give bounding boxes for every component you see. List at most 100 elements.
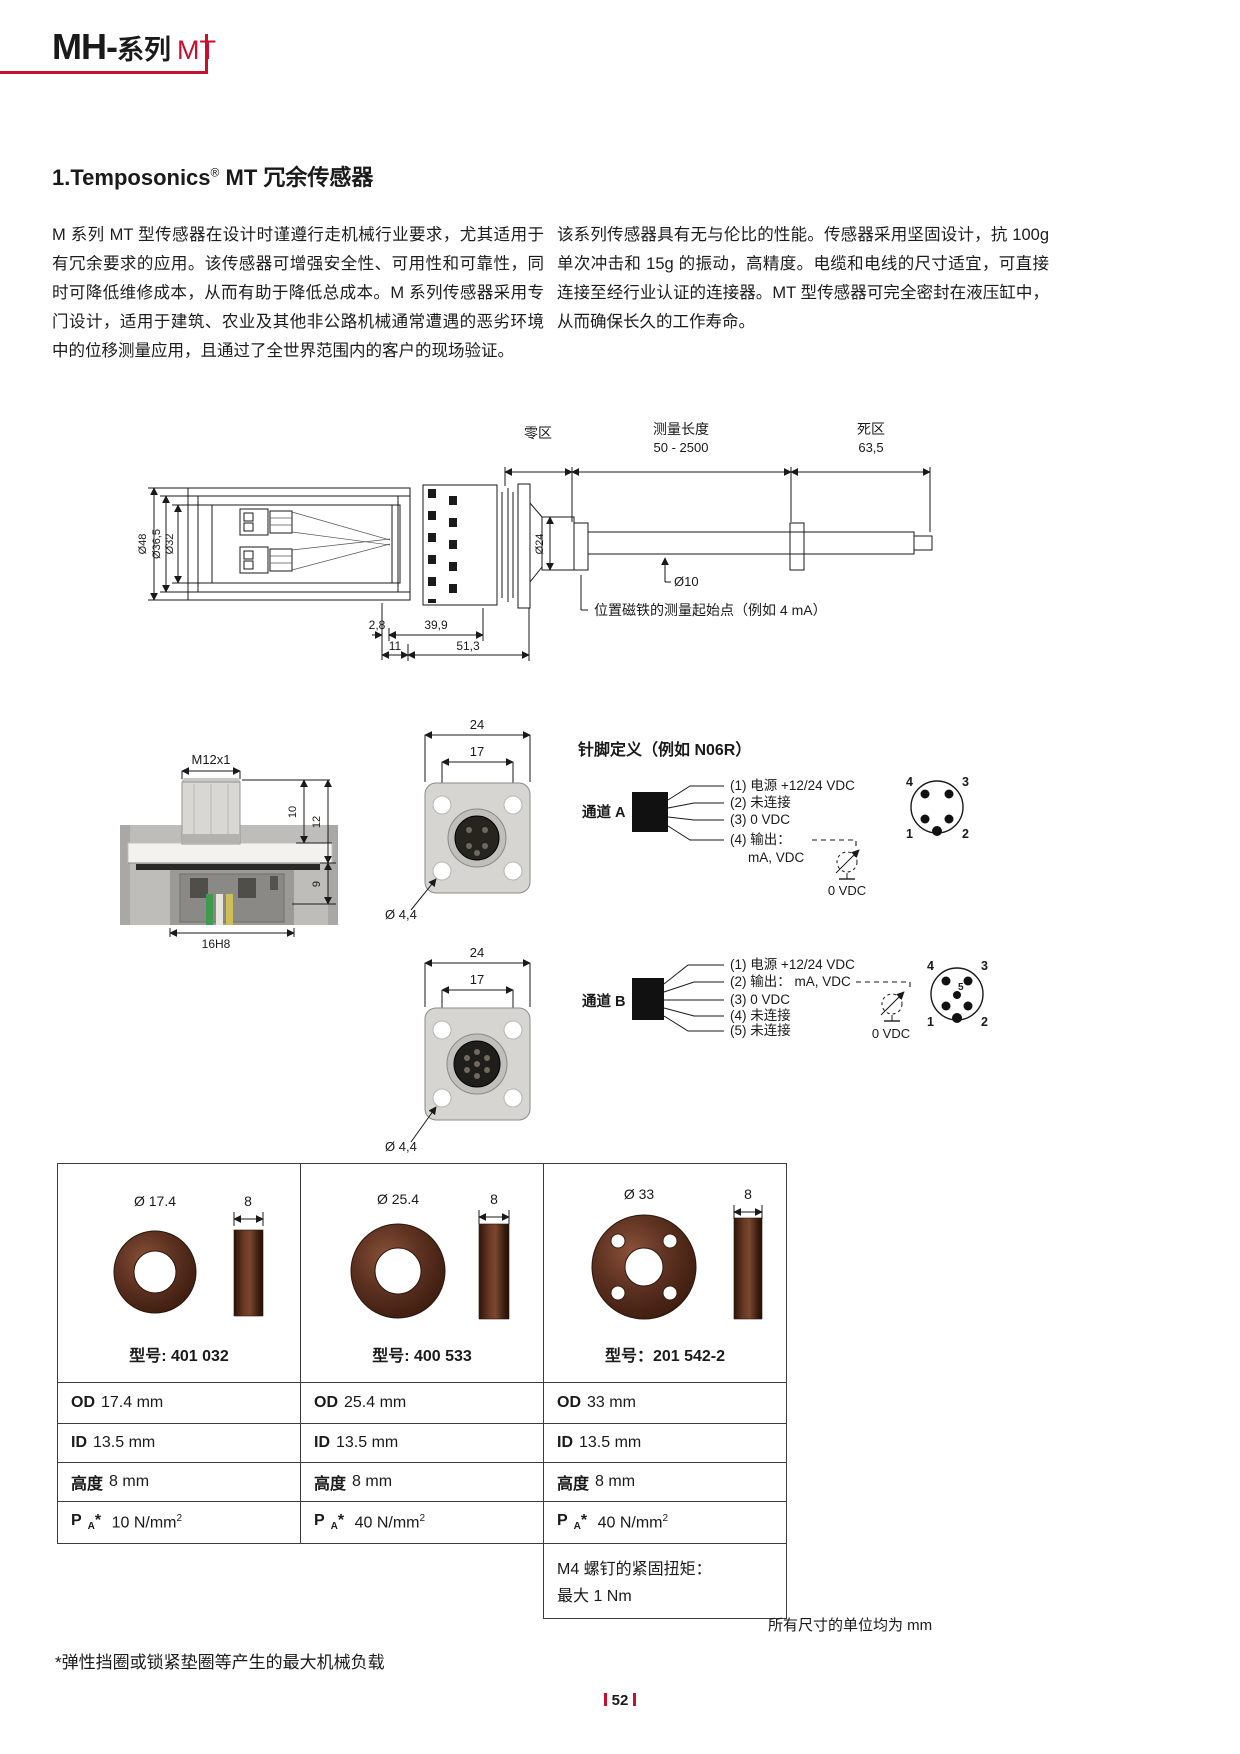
magnet-2-dia-label: Ø 25.4 — [377, 1191, 419, 1207]
channel-a-pin4-value: mA, VDC — [748, 850, 805, 865]
table-row: OD 17.4 mm — [57, 1382, 301, 1424]
id-label: ID — [71, 1434, 87, 1451]
pa-sub: A — [87, 1521, 95, 1533]
face-a-pin4-number: 4 — [906, 775, 913, 789]
face-a-pin2-number: 2 — [962, 827, 969, 841]
flange-a-pitch-dim: 17 — [470, 744, 484, 759]
dia-32-label: Ø32 — [164, 534, 176, 555]
height-value: 8 mm — [109, 1473, 150, 1490]
title-text: 1.Temposonics — [52, 165, 211, 190]
units-footnote: 所有尺寸的单位均为 mm — [768, 1617, 933, 1634]
height-value: 8 mm — [352, 1473, 393, 1490]
dead-zone-label: 死区 — [857, 421, 885, 437]
pa-label: P — [314, 1512, 325, 1530]
face-b-pin3-number: 3 — [981, 959, 988, 973]
magnet-1-model: 型号: 401 032 — [129, 1348, 229, 1365]
face-b-pin4-number: 4 — [927, 959, 934, 973]
flange-b-width-dim: 24 — [470, 945, 484, 960]
pa-value: 40 N/mm — [354, 1514, 420, 1532]
id-label: ID — [314, 1434, 330, 1451]
table-row: 高度 8 mm — [300, 1462, 544, 1502]
magnet-1-dia-label: Ø 17.4 — [134, 1193, 176, 1209]
thread-size-label: M12x1 — [191, 752, 230, 767]
pa-exponent: 2 — [662, 1512, 669, 1524]
channel-b-connector-body — [632, 978, 664, 1020]
measuring-range-value: 50 - 2500 — [654, 440, 709, 455]
pinout-channel-a: 通道 A (1) 电源 +12/24 VDC (2) 未连接 (3) 0 VDC… — [582, 775, 969, 898]
magnet-cell-400533: Ø 25.4 8 型号: 400 533 — [300, 1163, 544, 1383]
channel-b-pin1: (1) 电源 +12/24 VDC — [730, 957, 855, 972]
face-b-pin2-number: 2 — [981, 1015, 988, 1029]
flange-a-hole-dia: Ø 4,4 — [385, 907, 417, 922]
dia-48-label: Ø48 — [137, 534, 149, 555]
channel-a-pin2: (2) 未连接 — [730, 794, 791, 810]
output-meter-icon — [881, 993, 903, 1015]
magnet-2-model: 型号: 400 533 — [372, 1348, 472, 1365]
pa-label: P — [71, 1512, 82, 1530]
channel-a-pin3: (3) 0 VDC — [730, 812, 790, 827]
face-b-pin5-number: 5 — [958, 982, 964, 993]
dead-zone-value: 63,5 — [858, 440, 883, 455]
channel-b-pin3: (3) 0 VDC — [730, 992, 790, 1007]
registered-mark: ® — [210, 165, 220, 180]
green-wire — [206, 894, 213, 925]
id-value: 13.5 mm — [579, 1434, 642, 1451]
face-a-pin1-number: 1 — [906, 827, 913, 841]
dim-9-label: 9 — [311, 881, 323, 887]
channel-a-connector-body — [632, 792, 668, 832]
height-label: 高度 — [71, 1476, 104, 1493]
flange-b-pitch-dim: 17 — [470, 972, 484, 987]
connector-photo-side-view: M12x1 10 12 9 16H8 — [120, 752, 338, 951]
channel-a-label: 通道 A — [582, 803, 626, 821]
magnet-cell-201542: Ø 33 8 型号：201 542-2 — [543, 1163, 787, 1383]
flange-b-hole-dia: Ø 4,4 — [385, 1139, 417, 1154]
magnet-table: Ø 17.4 8 型号: 401 032 Ø 25.4 8 型号: 400 53… — [57, 1163, 787, 1619]
ring-magnet-image: Ø 17.4 8 — [113, 1193, 264, 1317]
series-variant: MT — [176, 35, 216, 65]
pa-sub: A — [573, 1521, 581, 1533]
channel-b-pin5: (5) 未连接 — [730, 1022, 791, 1038]
ring-magnet-image: Ø 25.4 8 — [350, 1191, 510, 1320]
connector-face-a-icon — [910, 780, 964, 834]
height-label: 高度 — [557, 1476, 590, 1493]
series-name: MH- — [52, 26, 118, 67]
pa-star: * — [94, 1512, 102, 1530]
od-label: OD — [557, 1394, 581, 1411]
face-b-pin1-number: 1 — [927, 1015, 934, 1029]
table-row: 高度 8 mm — [57, 1462, 301, 1502]
torque-note-cell: M4 螺钉的紧固扭矩： 最大 1 Nm — [543, 1543, 787, 1619]
dim-10-label: 10 — [287, 806, 299, 818]
od-label: OD — [314, 1394, 338, 1411]
header-rule-horizontal — [0, 71, 207, 74]
channel-a-pin4: (4) 输出： — [730, 832, 791, 847]
od-value: 17.4 mm — [101, 1394, 164, 1411]
od-value: 33 mm — [587, 1394, 636, 1411]
pinout-channel-b: 通道 B (1) 电源 +12/24 VDC (2) 输出： mA, VDC (… — [582, 957, 988, 1041]
channel-b-label: 通道 B — [582, 992, 626, 1010]
channel-b-ground-label: 0 VDC — [872, 1026, 910, 1041]
height-label: 高度 — [314, 1476, 347, 1493]
flange-front-view-channel-b: 24 17 Ø 4,4 — [385, 945, 531, 1154]
intro-paragraph-left: M 系列 MT 型传感器在设计时谨遵行走机械行业要求，尤其适用于有冗余要求的应用… — [52, 226, 544, 360]
internal-connectors — [239, 496, 399, 592]
load-footnote: *弹性挡圈或锁紧垫圈等产生的最大机械负载 — [55, 1653, 385, 1672]
dia-36-5-label: Ø36,5 — [151, 529, 163, 559]
height-value: 8 mm — [595, 1473, 636, 1490]
page-number: 52 — [0, 1692, 1240, 1709]
tor que-note-line2: 最大 1 Nm — [557, 1588, 632, 1605]
od-label: OD — [71, 1394, 95, 1411]
pa-sub: A — [330, 1521, 338, 1533]
flange-a-width-dim: 24 — [470, 717, 484, 732]
series-name-cn: 系列 — [116, 35, 171, 65]
pa-value: 10 N/mm — [111, 1514, 177, 1532]
dia-10-label: Ø10 — [674, 574, 699, 589]
pa-star: * — [580, 1512, 588, 1530]
intro-paragraph-right: 该系列传感器具有无与伦比的性能。传感器采用坚固设计，抗 100g 单次冲击和 1… — [557, 226, 1049, 331]
